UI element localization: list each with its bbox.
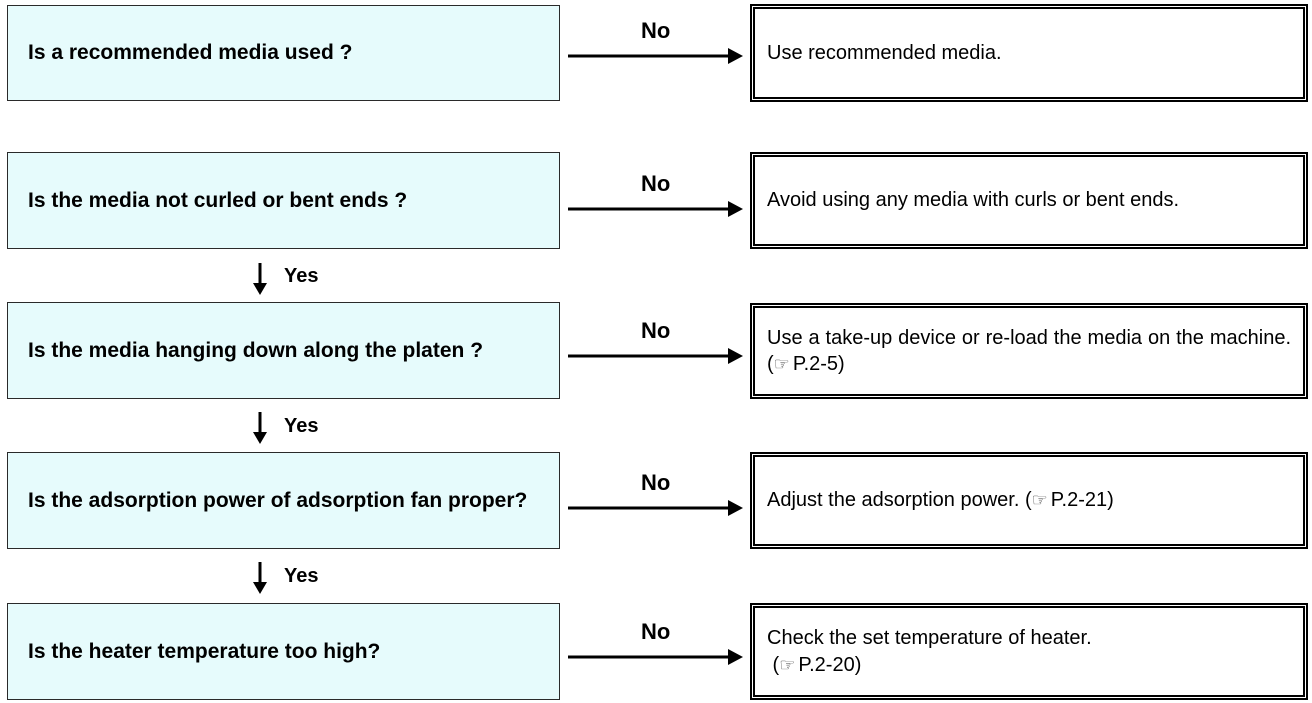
yes-arrow-2 [253,412,267,444]
question-text-5: Is the heater temperature too high? [28,639,381,663]
answer-text-2: Avoid using any media with curls or bent… [767,189,1180,212]
pointing-hand-icon: ☞ [1031,490,1048,511]
question-text-1: Is a recommended media used ? [28,41,353,65]
no-arrow-5 [568,649,743,665]
answer-text-4: Adjust the adsorption power. [767,489,1020,512]
question-box-1: Is a recommended media used ? [7,5,560,101]
question-text-4: Is the adsorption power of adsorption fa… [28,488,528,512]
no-arrow-3 [568,348,743,364]
answer-text-3: Use a take-up device or re-load the medi… [767,326,1291,349]
question-box-2: Is the media not curled or bent ends ? [7,152,560,249]
yes-arrow-1 [253,263,267,295]
no-label-5: No [641,619,671,644]
answer-box-4: Adjust the adsorption power. (☞P.2-21) [750,452,1308,549]
yes-arrow-3 [253,562,267,594]
pointing-hand-icon: ☞ [779,654,796,675]
page-ref-5: P.2-20 [798,653,855,676]
no-label-2: No [641,171,671,196]
answer-box-2: Avoid using any media with curls or bent… [750,152,1308,249]
question-box-5: Is the heater temperature too high? [7,603,560,700]
yes-label-2: Yes [284,415,319,437]
answer-text-1: Use recommended media. [767,41,1002,64]
no-arrow-4 [568,500,743,516]
question-text-3: Is the media hanging down along the plat… [28,338,484,362]
question-box-3: Is the media hanging down along the plat… [7,302,560,399]
pointing-hand-icon: ☞ [773,354,790,374]
question-text-2: Is the media not curled or bent ends ? [28,188,408,212]
answer-box-1: Use recommended media. [750,4,1308,102]
page-ref-3: P.2-5 [792,353,839,375]
question-box-4: Is the adsorption power of adsorption fa… [7,452,560,549]
no-label-1: No [641,18,671,43]
no-label-3: No [641,318,671,343]
no-arrow-1 [568,48,743,64]
answer-box-5: Check the set temperature of heater. (☞P… [750,603,1308,700]
answer-box-3: Use a take-up device or re-load the medi… [750,303,1308,399]
no-label-4: No [641,470,671,495]
answer-text-5: Check the set temperature of heater. [767,627,1092,650]
page-ref-4: P.2-21 [1050,489,1108,512]
yes-label-3: Yes [284,565,319,587]
no-arrow-2 [568,201,743,217]
yes-label-1: Yes [284,265,319,287]
